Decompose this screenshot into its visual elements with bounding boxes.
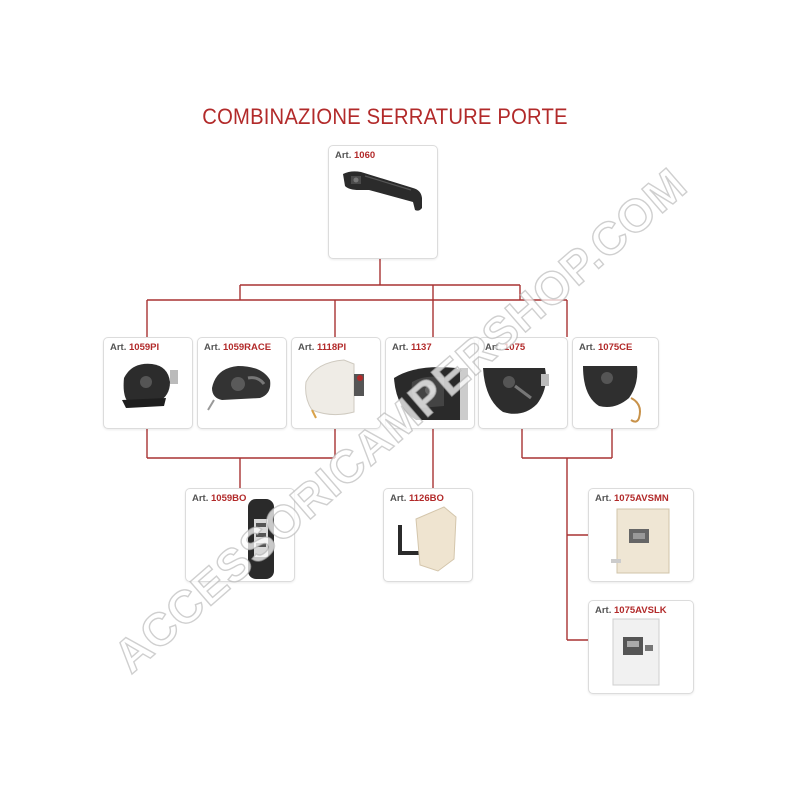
node-label: Art. 1075CE — [579, 342, 633, 353]
node-label: Art. 1059BO — [192, 493, 247, 504]
diagram-title: COMBINAZIONE SERRATURE PORTE — [202, 104, 568, 129]
node-1059bo: Art. 1059BO — [185, 488, 295, 582]
node-1059race: Art. 1059RACE — [197, 337, 287, 429]
lock-black-icon — [394, 367, 468, 420]
node-1075ce: Art. 1075CE — [572, 337, 659, 429]
inner-lock-plate-icon — [612, 618, 660, 686]
node-1075avsmn: Art. 1075AVSMN — [588, 488, 694, 582]
node-label: Art. 1075AVSMN — [595, 493, 669, 504]
node-1075: Art. 1075 — [478, 337, 568, 429]
node-label: Art. 1059PI — [110, 342, 160, 353]
node-1126bo: Art. 1126BO — [383, 488, 473, 582]
node-1060: Art. 1060 — [328, 145, 438, 259]
node-label: Art. 1059RACE — [204, 342, 272, 353]
node-label: Art. 1126BO — [390, 493, 444, 504]
lock-black-icon — [583, 366, 641, 423]
node-1137: Art. 1137 — [385, 337, 475, 429]
lock-white-icon — [305, 359, 364, 419]
inner-lock-white-icon — [398, 506, 457, 572]
node-label: Art. 1075 — [485, 342, 526, 353]
lock-black-icon — [207, 366, 271, 411]
node-1059pi: Art. 1059PI — [103, 337, 193, 429]
node-label: Art. 1137 — [392, 342, 432, 353]
node-label: Art. 1060 — [335, 150, 376, 161]
lock-black-icon — [122, 363, 178, 408]
door-handle-icon — [343, 171, 422, 211]
node-label: Art. 1118PI — [298, 342, 347, 353]
inner-lock-plate-icon — [611, 508, 670, 574]
inner-lock-black-icon — [248, 499, 274, 579]
lock-black-icon — [483, 368, 549, 414]
node-label: Art. 1075AVSLK — [595, 605, 667, 616]
node-1075avslk: Art. 1075AVSLK — [588, 600, 694, 694]
node-1118pi: Art. 1118PI — [291, 337, 381, 429]
